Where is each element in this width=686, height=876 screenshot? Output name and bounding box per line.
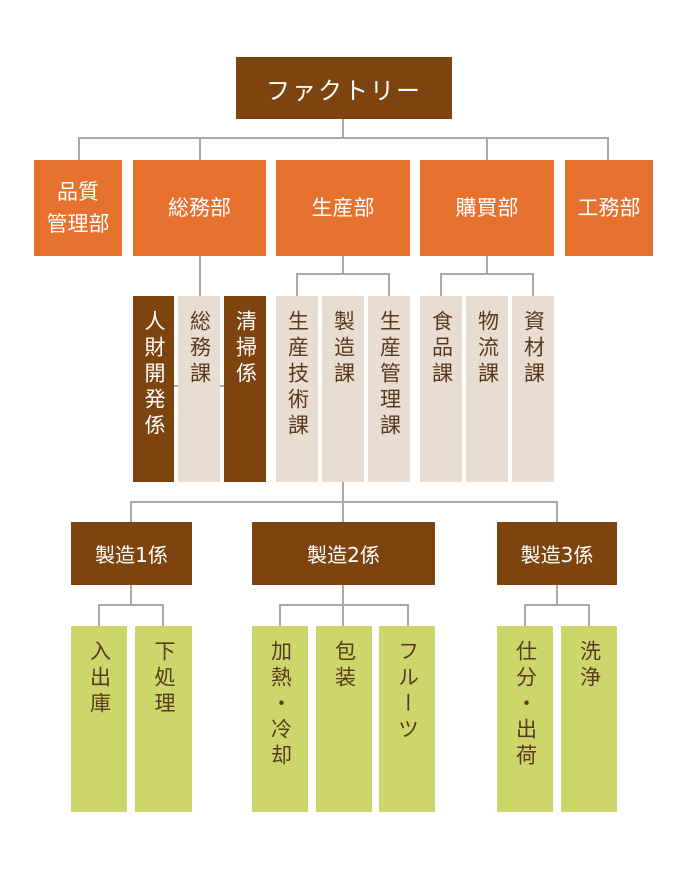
connector-line: [199, 137, 201, 160]
section-label: 食品課: [429, 310, 454, 388]
unit-label: 仕分・出荷: [513, 640, 538, 770]
section-cleaning: 清掃係: [224, 296, 266, 482]
connector-line: [556, 585, 558, 605]
root-node-factory: ファクトリー: [236, 57, 452, 119]
dept-label: 購買部: [455, 196, 519, 220]
connector-line: [342, 118, 344, 138]
dept-label: 工務部: [577, 196, 641, 220]
dept-purchasing: 購買部: [420, 160, 554, 256]
connector-line: [130, 585, 132, 605]
unit-label: 入出庫: [87, 640, 112, 718]
connector-line: [486, 137, 488, 160]
section-production-control: 生産管理課: [368, 296, 410, 482]
team-label: 製造3係: [520, 543, 594, 567]
section-label: 製造課: [331, 310, 356, 388]
section-materials: 資材課: [512, 296, 554, 482]
team-manufacturing-1: 製造1係: [71, 522, 192, 585]
section-manufacturing: 製造課: [322, 296, 364, 482]
connector-line: [296, 273, 390, 275]
unit-packaging: 包装: [316, 626, 372, 812]
connector-line: [98, 604, 100, 626]
section-hr-development: 人財開発係: [133, 296, 174, 482]
connector-line: [440, 273, 534, 275]
connector-line: [440, 273, 442, 296]
unit-sorting-shipping: 仕分・出荷: [497, 626, 553, 812]
connector-line: [199, 256, 201, 296]
section-label: 生産管理課: [377, 310, 402, 440]
connector-line: [296, 273, 298, 296]
connector-line: [279, 604, 409, 606]
section-general-affairs: 総務課: [178, 296, 220, 482]
section-label: 総務課: [187, 310, 212, 388]
section-label: 生産技術課: [285, 310, 310, 440]
dept-label: 生産部: [311, 196, 375, 220]
unit-label: 加熱・冷却: [268, 640, 293, 770]
team-label: 製造1係: [95, 543, 168, 567]
section-label: 人財開発係: [142, 310, 166, 440]
connector-line: [388, 273, 390, 296]
unit-label: フルーツ: [395, 640, 420, 744]
dept-quality-control: 品質 管理部: [34, 160, 122, 256]
dept-label: 品質 管理部: [46, 180, 110, 236]
connector-line: [524, 604, 590, 606]
dept-production: 生産部: [276, 160, 410, 256]
connector-line: [78, 137, 80, 160]
dept-general-affairs: 総務部: [133, 160, 266, 256]
section-label: 物流課: [475, 310, 500, 388]
connector-line: [279, 604, 281, 626]
connector-line: [532, 273, 534, 296]
unit-label: 下処理: [152, 640, 176, 718]
connector-line: [162, 604, 164, 626]
team-label: 製造2係: [307, 543, 380, 567]
unit-preprocessing: 下処理: [135, 626, 192, 812]
section-label: 資材課: [521, 310, 546, 388]
unit-fruit: フルーツ: [379, 626, 435, 812]
connector-line: [407, 604, 409, 626]
connector-line: [98, 604, 164, 606]
unit-washing: 洗浄: [561, 626, 617, 812]
connector-line: [607, 137, 609, 160]
dept-engineering: 工務部: [565, 160, 653, 256]
section-logistics: 物流課: [466, 296, 508, 482]
unit-label: 包装: [332, 640, 357, 692]
root-node-label: ファクトリー: [266, 76, 422, 105]
unit-label: 洗浄: [577, 640, 602, 692]
unit-warehousing: 入出庫: [71, 626, 127, 812]
connector-line: [130, 501, 132, 522]
unit-heating-cooling: 加熱・冷却: [252, 626, 308, 812]
section-label: 清掃係: [233, 310, 258, 388]
connector-line: [556, 501, 558, 522]
section-production-engineering: 生産技術課: [276, 296, 318, 482]
connector-line: [130, 501, 558, 503]
connector-line: [486, 256, 488, 274]
connector-line: [524, 604, 526, 626]
team-manufacturing-2: 製造2係: [252, 522, 435, 585]
dept-label: 総務部: [168, 196, 231, 220]
connector-line: [588, 604, 590, 626]
connector-line: [342, 256, 344, 274]
connector-line: [78, 137, 609, 139]
section-food: 食品課: [420, 296, 462, 482]
team-manufacturing-3: 製造3係: [497, 522, 617, 585]
